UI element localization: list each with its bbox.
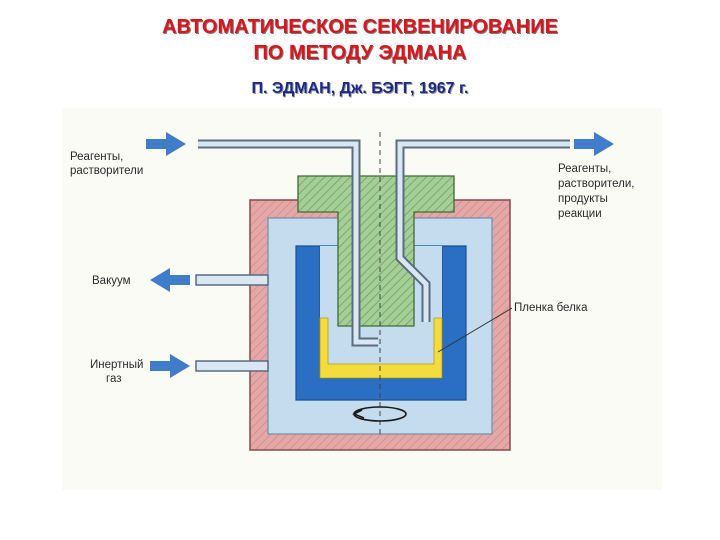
label-reagents-out: Реагенты, растворители, продукты реакции — [558, 163, 638, 220]
label-protein-film: Пленка белка — [514, 302, 588, 314]
arrow-reagents-in — [146, 132, 186, 156]
label-vacuum: Вакуум — [92, 275, 131, 287]
green-stopper — [297, 175, 455, 327]
label-reagents-in: Реагенты, растворители — [70, 151, 143, 177]
title-line-2: ПО МЕТОДУ ЭДМАНА — [253, 42, 467, 64]
arrow-reagents-out — [574, 132, 614, 156]
arrow-vacuum — [150, 268, 190, 292]
label-inert-gas: Инертный газ — [90, 359, 147, 385]
protein-film — [319, 317, 443, 379]
vacuum-tube — [195, 274, 269, 286]
title-authors: П. ЭДМАН, Дж. БЭГГ, 1967 г. — [251, 80, 469, 97]
protein-film-pointer — [437, 307, 513, 353]
sequenator-diagram: Реагенты, растворители Реагенты, раствор… — [62, 108, 662, 490]
gas-tube — [195, 360, 269, 372]
title-line-1: АВТОМАТИЧЕСКОЕ СЕКВЕНИРОВАНИЕ — [162, 16, 558, 38]
arrow-inert-gas — [150, 354, 190, 378]
rotation-arrowhead — [352, 409, 365, 419]
